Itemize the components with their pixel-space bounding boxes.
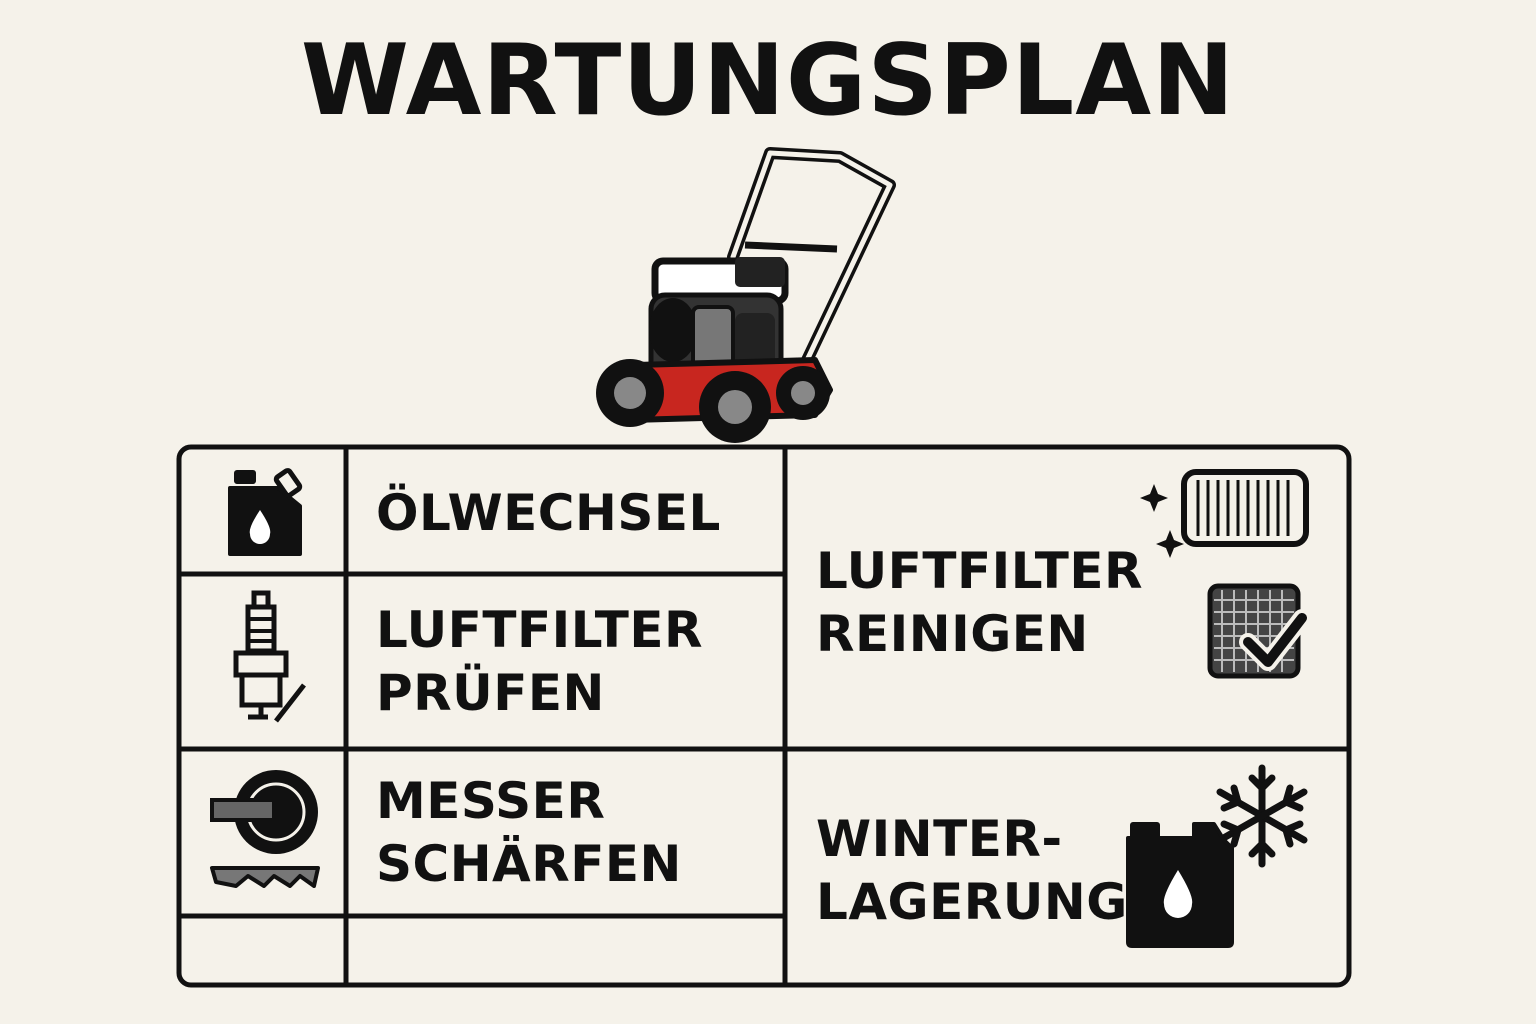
task-oil-change: ÖLWECHSEL: [376, 484, 721, 542]
task-sharpen-blades: MESSER SCHÄRFEN: [376, 772, 682, 893]
task-check-air-filter: LUFTFILTER PRÜFEN: [376, 601, 704, 722]
task-clean-air-filter: LUFTFILTER REINIGEN: [816, 542, 1144, 663]
blade-sharpening-icon: [210, 770, 320, 888]
scarifier-icon: [596, 147, 896, 443]
table-frame: [176, 444, 1352, 988]
air-filter-clean-icon: [1140, 469, 1311, 679]
maintenance-table: ÖLWECHSEL LUFTFILTER PRÜFEN MESSER SCHÄR…: [176, 444, 1352, 988]
page-title: WARTUNGSPLAN: [300, 24, 1236, 138]
task-winter-storage: WINTER- LAGERUNG: [816, 810, 1128, 931]
winter-storage-icon: [1126, 764, 1308, 948]
spark-plug-icon: [233, 590, 306, 723]
oil-canister-icon: [228, 468, 303, 556]
